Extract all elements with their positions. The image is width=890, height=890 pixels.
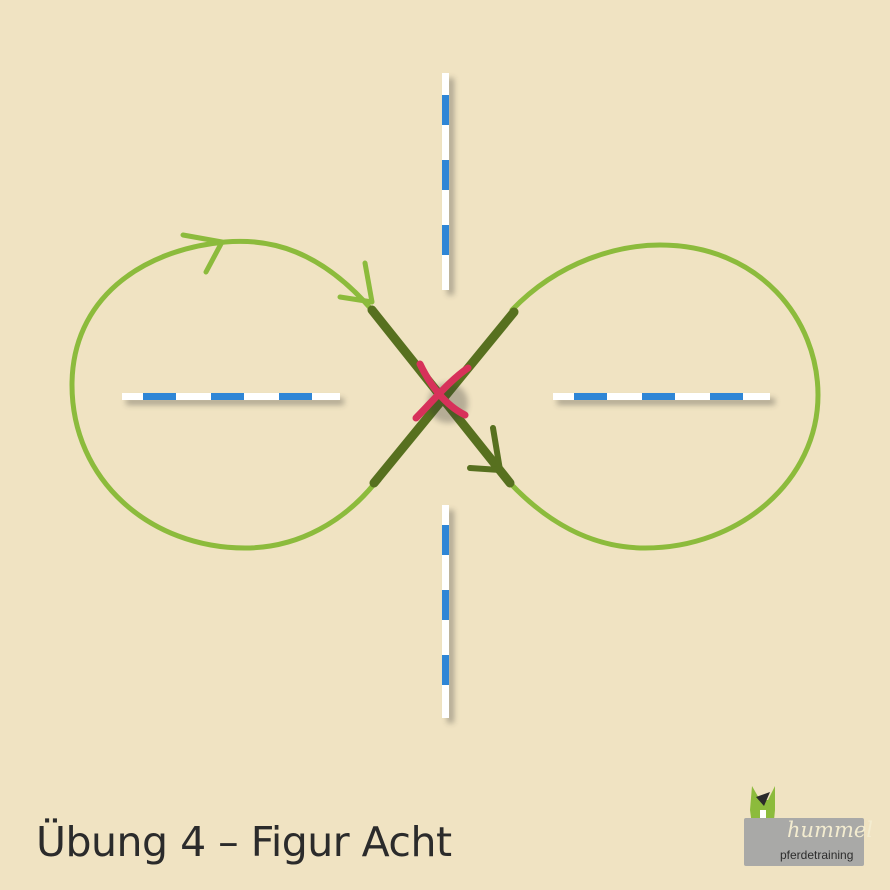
arrow-icon [337, 260, 375, 305]
riding-path [69, 238, 821, 551]
arrow-icon [180, 232, 225, 275]
arrow-icon [467, 425, 503, 473]
pole-right [553, 393, 770, 400]
pole-top [442, 73, 449, 290]
logo-subtitle: pferdetraining [780, 848, 854, 862]
logo-background [744, 818, 864, 866]
cross-marker-icon [412, 360, 472, 422]
logo-name: hummel [787, 818, 874, 842]
pole-bottom [442, 505, 449, 718]
pole-left [122, 393, 340, 400]
exercise-title: Übung 4 – Figur Acht [36, 818, 452, 866]
